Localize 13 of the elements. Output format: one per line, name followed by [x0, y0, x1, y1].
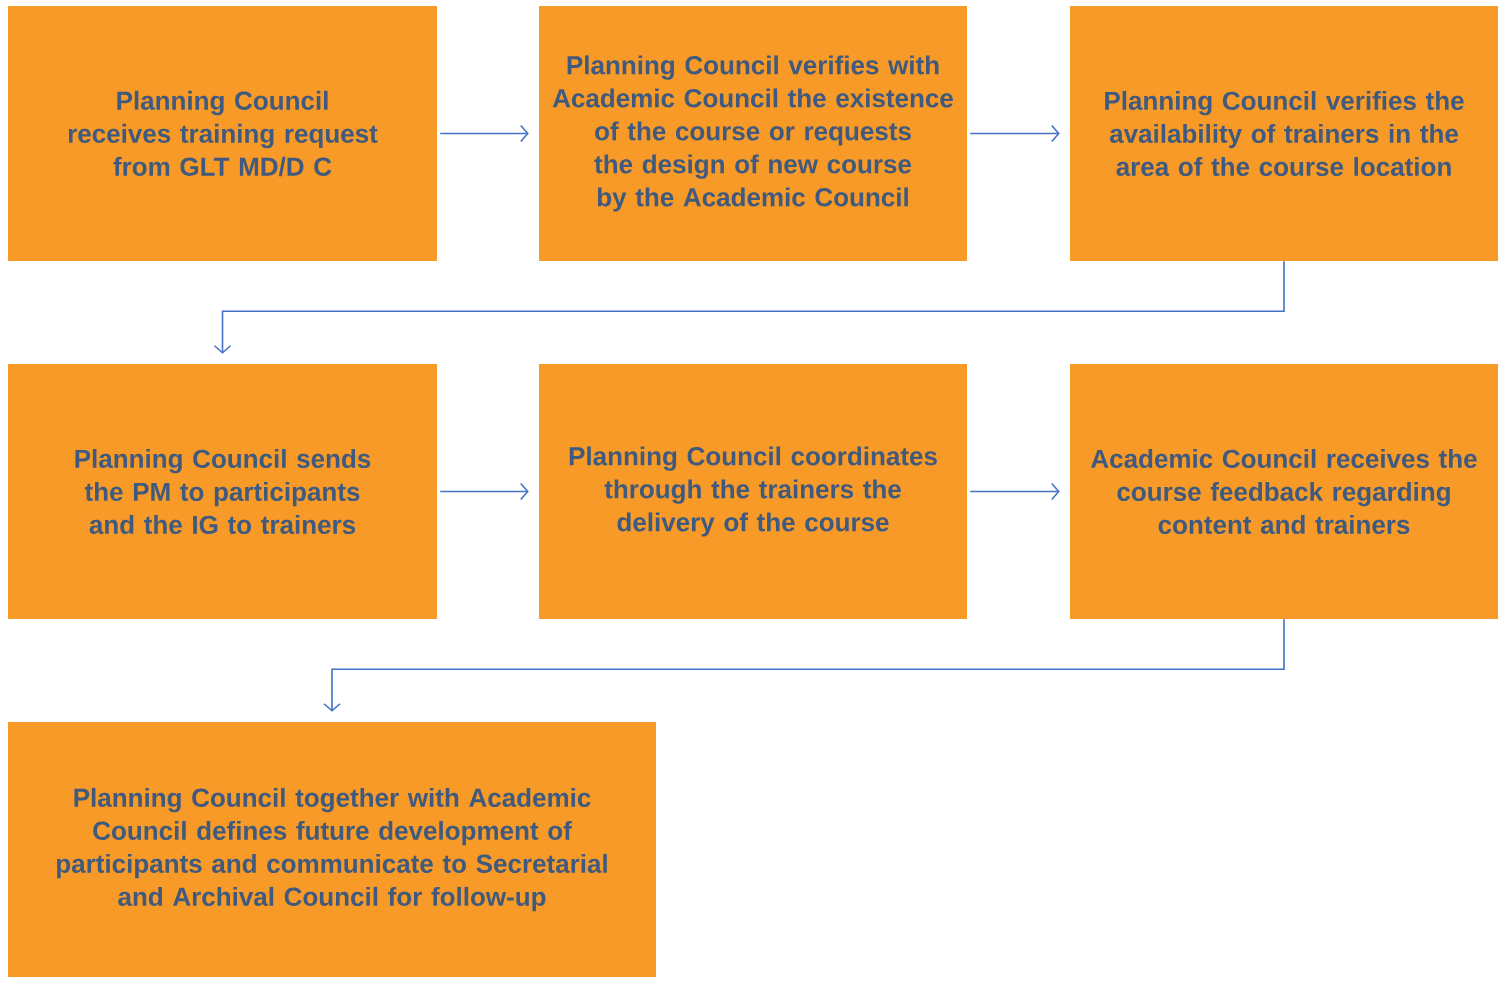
arrow [213, 260, 1285, 354]
arrow [969, 124, 1060, 143]
process-box: Academic Council receives the course feedback regarding content and trainers [1070, 364, 1498, 619]
process-box: Planning Council together with Academic Council defines future development of participants and communicate to Secretarial and Archival Council for follow-up [8, 722, 656, 977]
process-box: Planning Council coordinates through the trainers the delivery of the course [539, 364, 967, 619]
process-box: Planning Council verifies the availability of trainers in the area of the course location [1070, 6, 1498, 261]
process-box: Planning Council receives training request from GLT MD/D C [8, 6, 437, 261]
arrow [323, 618, 1285, 712]
arrow [969, 482, 1060, 501]
arrow [439, 482, 529, 501]
arrow [439, 124, 529, 143]
process-box: Planning Council verifies with Academic Council the existence of the course or requests the design of new course by the Academic Council [539, 6, 967, 261]
process-box: Planning Council sends the PM to participants and the IG to trainers [8, 364, 437, 619]
